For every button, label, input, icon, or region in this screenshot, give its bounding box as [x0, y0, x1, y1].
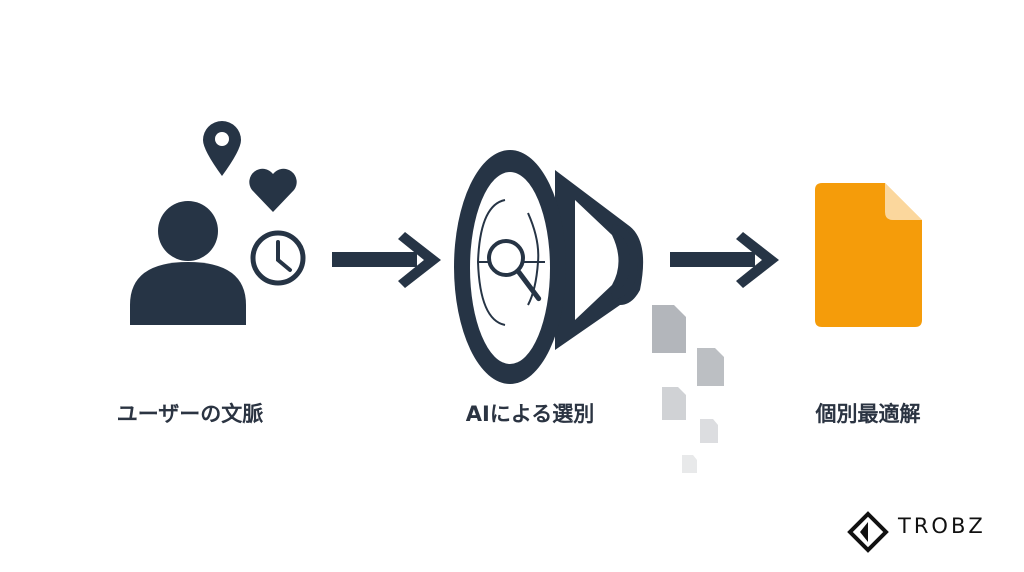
clock-icon: [250, 230, 306, 286]
document-icon: [662, 387, 686, 420]
location-pin-icon: [203, 121, 241, 176]
ai-speaker-search-icon: [454, 150, 644, 384]
step-label-personalized-answer: 個別最適解: [815, 402, 921, 426]
document-icon: [697, 348, 724, 386]
arrow-right-icon: [670, 232, 779, 288]
brand-name: TROBZ: [898, 514, 986, 538]
step-label-user-context: ユーザーの文脈: [116, 402, 264, 426]
arrow-right-icon: [332, 232, 441, 288]
brand: TROBZ: [848, 514, 986, 538]
step-label-ai-selection: AIによる選別: [465, 402, 595, 426]
discarded-documents: [652, 305, 724, 473]
document-icon: [682, 455, 697, 473]
trobz-logo-icon: [847, 511, 889, 553]
user-icon: [130, 201, 246, 325]
document-icon: [700, 419, 718, 443]
document-icon: [652, 305, 686, 353]
document-icon: [815, 183, 922, 327]
heart-icon: [249, 168, 297, 212]
